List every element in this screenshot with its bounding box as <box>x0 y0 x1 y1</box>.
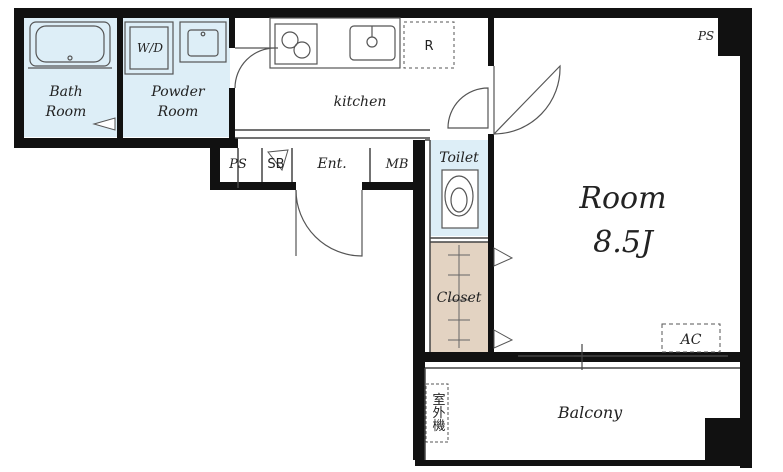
powder-label-2: Room <box>157 104 199 120</box>
ac-box <box>661 323 721 353</box>
fridge-space <box>403 21 455 69</box>
bath-door-icon <box>92 117 116 131</box>
door-swings <box>234 47 561 257</box>
sb-label: SB <box>267 157 284 172</box>
vanity-sink-icon <box>179 21 227 63</box>
kitchen-counter <box>269 17 401 69</box>
ac-label: AC <box>679 332 702 348</box>
kitchen-label: kitchen <box>334 94 387 110</box>
toilet-label: Toilet <box>439 150 479 166</box>
closet-doors <box>493 247 514 349</box>
powder-label-1: Powder <box>150 84 206 100</box>
bath-label-1: Bath <box>48 84 82 100</box>
ps-right-label: PS <box>697 29 714 43</box>
main-room-size: 8.5J <box>593 225 655 260</box>
fridge-label: R <box>424 39 433 54</box>
outdoor-unit-label: 室外機 <box>430 392 446 432</box>
bathtub-icon <box>28 21 112 69</box>
outdoor-unit-box <box>425 383 449 443</box>
window-marker <box>574 344 590 370</box>
shoe-box-door-icon <box>267 149 289 172</box>
main-room-label: Room <box>578 181 666 216</box>
balcony-label: Balcony <box>557 403 623 422</box>
bath-label-2: Room <box>45 104 87 120</box>
toilet-icon <box>441 169 479 229</box>
washer-icon <box>124 21 174 75</box>
wd-label: W/D <box>137 41 163 55</box>
mb-label: MB <box>385 157 409 172</box>
closet-label: Closet <box>437 290 482 306</box>
entrance-label: Ent. <box>316 156 346 172</box>
walls <box>14 8 752 468</box>
ps-left-label: PS <box>228 157 247 172</box>
powder-room-area <box>122 17 230 137</box>
bath-room-area <box>22 17 118 137</box>
closet-rail <box>448 245 470 348</box>
